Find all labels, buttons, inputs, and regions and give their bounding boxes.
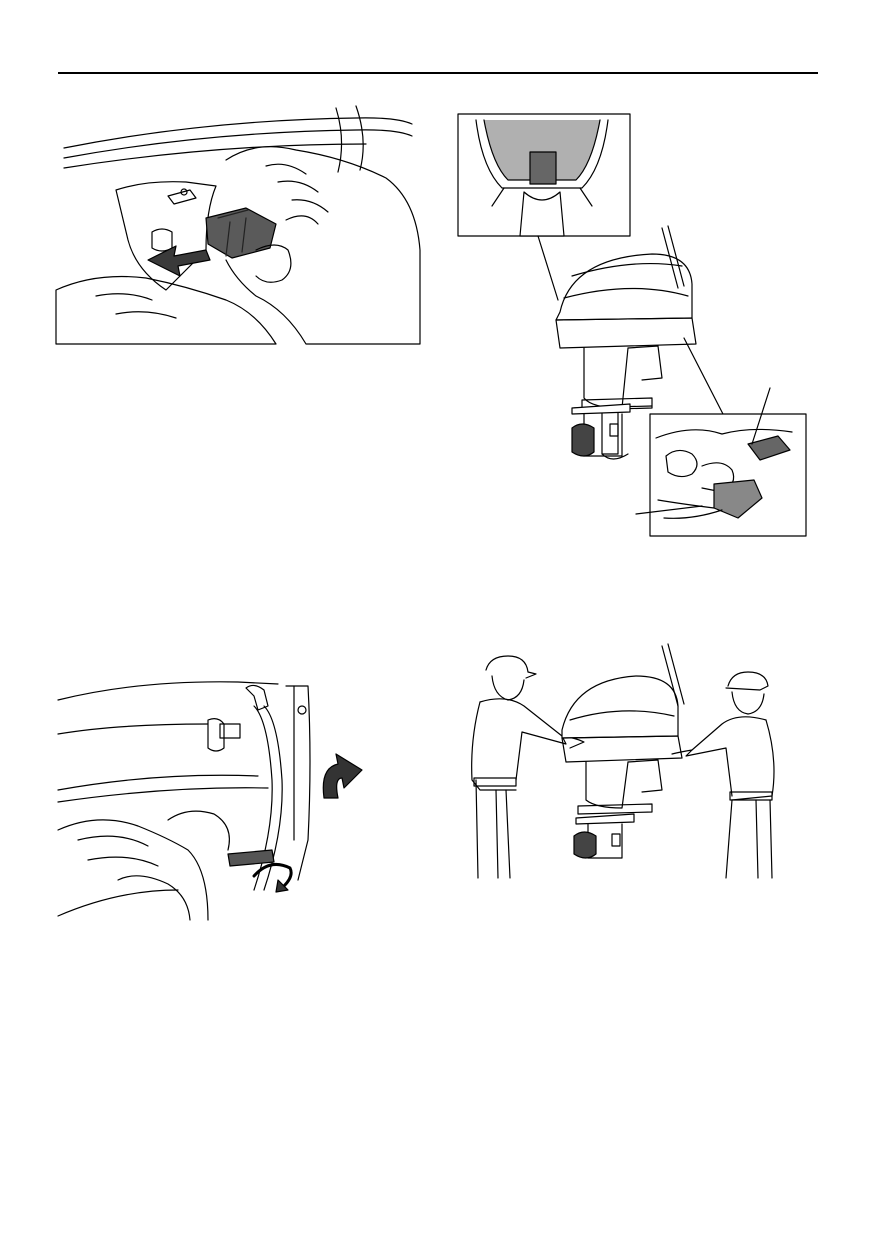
header-rule — [58, 72, 818, 74]
outboard-motor-callout-figure — [452, 108, 812, 540]
tilt-lever-figure — [58, 680, 378, 920]
two-person-lift-figure — [466, 640, 782, 880]
connector-disconnect-figure — [56, 100, 420, 344]
